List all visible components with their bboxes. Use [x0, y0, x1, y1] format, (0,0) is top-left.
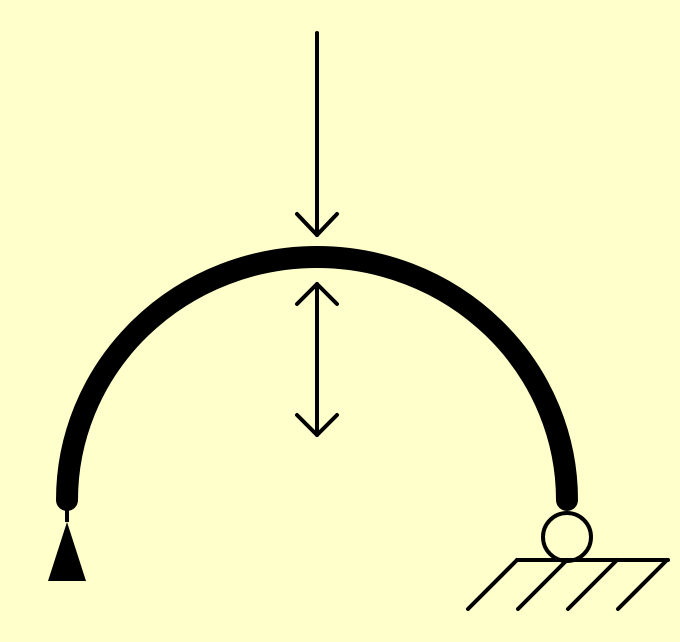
hatched-ground	[466, 558, 670, 611]
deflection-arrow	[295, 282, 339, 437]
load-arrow	[295, 31, 339, 237]
left-pin-support	[48, 508, 86, 581]
arch-member	[56, 246, 578, 511]
